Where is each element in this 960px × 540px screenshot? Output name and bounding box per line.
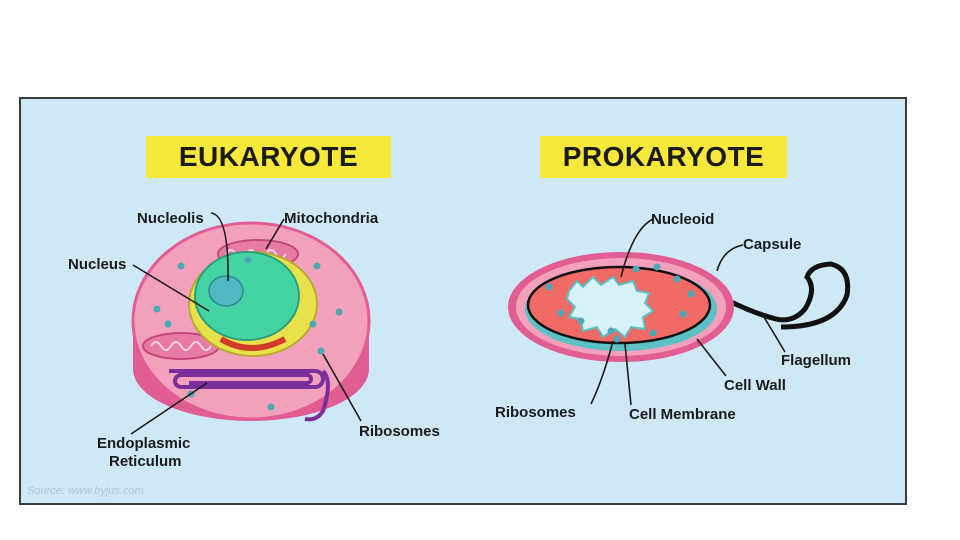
label-flagellum: Flagellum <box>781 352 851 369</box>
eukaryote-ribosomes <box>153 256 343 411</box>
label-nucleoid: Nucleoid <box>651 211 714 228</box>
label-nucleus: Nucleus <box>68 256 126 273</box>
label-cell-wall: Cell Wall <box>724 377 786 394</box>
eukaryote-title: EUKARYOTE <box>146 136 391 178</box>
prokaryote-cell <box>508 252 851 362</box>
diagram-panel: EUKARYOTE PROKARYOTE <box>19 97 907 505</box>
label-endoplasmic: Endoplasmic <box>97 435 190 452</box>
prokaryote-ribosomes <box>545 263 695 343</box>
label-eukaryote-ribosomes: Ribosomes <box>359 423 440 440</box>
source-watermark: Source: www.byjus.com <box>27 485 144 497</box>
nucleolus <box>208 275 244 307</box>
endoplasmic-reticulum <box>169 369 325 389</box>
eukaryote-cell <box>131 221 371 422</box>
flagellum <box>727 261 851 330</box>
label-mitochondria: Mitochondria <box>284 210 379 227</box>
label-capsule: Capsule <box>743 236 801 253</box>
label-prokaryote-ribosomes: Ribosomes <box>495 404 576 421</box>
nucleus <box>194 251 300 341</box>
label-nucleolis: Nucleolis <box>137 210 204 227</box>
cell-illustrations: Nucleolis Mitochondria Nucleus Endoplasm… <box>27 210 851 497</box>
label-cell-membrane: Cell Membrane <box>629 406 736 423</box>
prokaryote-title: PROKARYOTE <box>540 136 787 178</box>
label-reticulum: Reticulum <box>109 453 182 470</box>
